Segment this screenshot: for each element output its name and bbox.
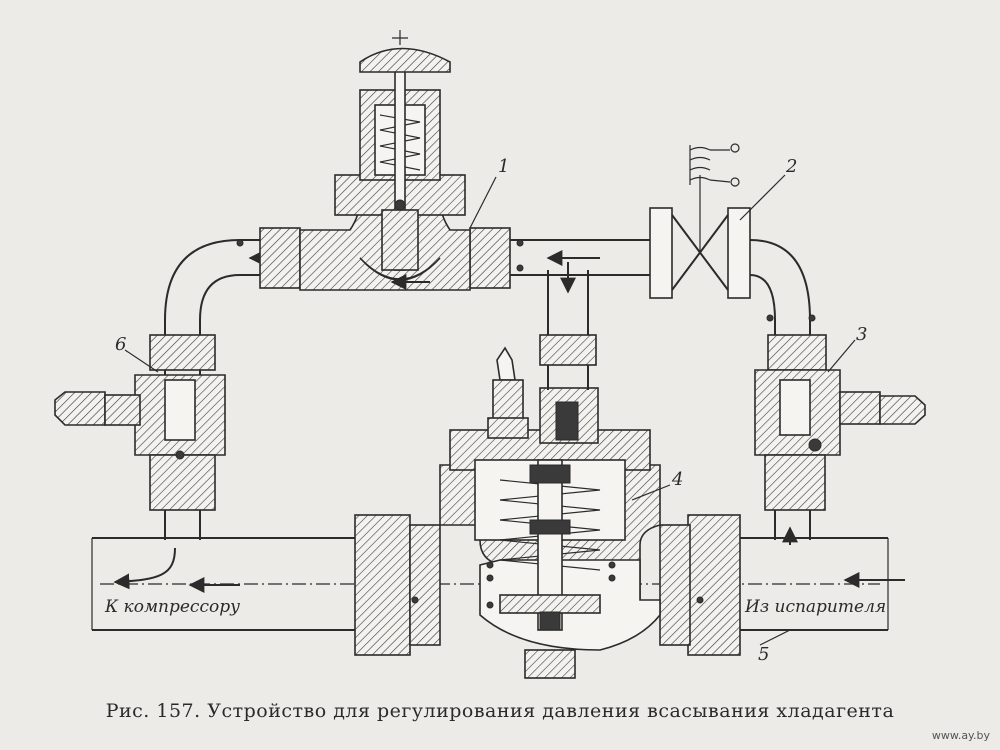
top-bypass-line xyxy=(164,239,816,545)
flow-arrows-main xyxy=(113,547,905,593)
label-1: 1 xyxy=(498,156,509,177)
pressure-regulator-4 xyxy=(354,346,741,679)
label-4: 4 xyxy=(671,469,683,490)
label-to-compressor: К компрессору xyxy=(104,597,240,617)
figure-caption: Рис. 157. Устройство для регулирования д… xyxy=(105,700,895,722)
label-5: 5 xyxy=(758,644,769,665)
manual-valve-1 xyxy=(259,30,511,291)
watermark: www.ay.by xyxy=(931,729,990,742)
label-3: 3 xyxy=(856,324,867,345)
leader-lines xyxy=(124,174,856,646)
shutoff-valve-6 xyxy=(54,334,226,511)
label-2: 2 xyxy=(785,156,797,177)
solenoid-valve-2 xyxy=(649,143,751,299)
impulse-pipe xyxy=(539,262,597,390)
label-6: 6 xyxy=(115,334,126,355)
shutoff-valve-3 xyxy=(754,334,926,511)
label-from-evaporator: Из испарителя xyxy=(744,597,886,617)
